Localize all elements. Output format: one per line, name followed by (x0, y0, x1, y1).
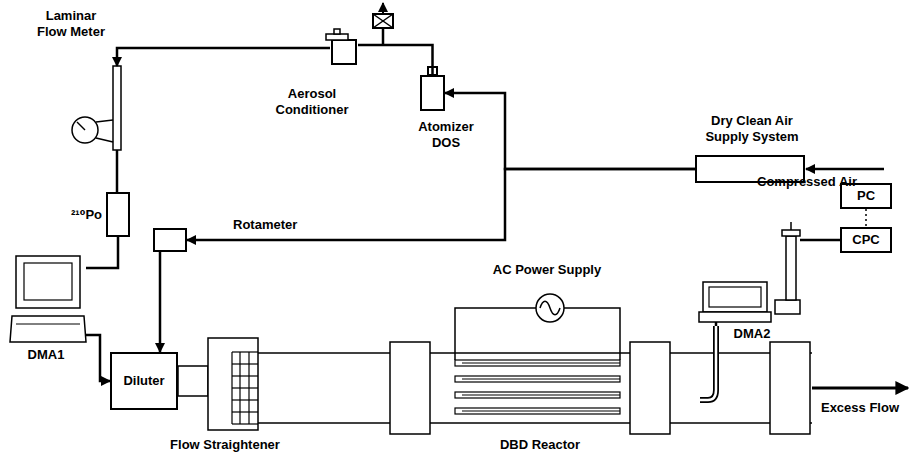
flow-line (117, 48, 330, 66)
part-label: Rotameter (233, 217, 317, 233)
flow-line (865, 209, 867, 227)
part-label: Dry Clean Air Supply System (695, 113, 809, 145)
electrode (455, 392, 620, 398)
part-label: DBD Reactor (480, 437, 600, 453)
power-wire (564, 308, 620, 360)
part-label: Aerosol Conditioner (268, 86, 356, 118)
flow-line (800, 239, 840, 242)
outlet-arrow (812, 387, 908, 390)
flow-meter-tube (113, 66, 121, 150)
rotameter: Rotameter (153, 228, 187, 252)
atomizer: Atomizer DOS (420, 75, 445, 111)
flow-line (187, 169, 695, 240)
pressure-gauge (72, 117, 98, 143)
flow-meter: Laminar Flow Meter (113, 66, 121, 150)
inlet-label: Compressed Air (757, 174, 877, 190)
sampling-probe (700, 326, 716, 400)
part-label: AC Power Supply (462, 262, 632, 278)
aerosol-conditioner: Aerosol Conditioner (330, 36, 358, 64)
flow-line (86, 335, 110, 381)
box-label: CPC (852, 232, 879, 248)
dma1-computer: DMA1 (10, 255, 86, 345)
exhaust-line (382, 28, 385, 45)
electrode (455, 360, 620, 366)
flange (770, 342, 810, 434)
flange (390, 342, 430, 434)
dma-column (786, 236, 796, 300)
flow-line (445, 93, 695, 169)
dma2-monitor (703, 282, 767, 312)
valve (373, 14, 393, 28)
part-label: ²¹⁰Po (56, 207, 102, 223)
part-label: Atomizer DOS (412, 119, 480, 151)
part-label: Laminar Flow Meter (31, 8, 111, 40)
flow-line (116, 150, 119, 192)
duct-wall (258, 422, 812, 424)
exhaust-arrow (382, 3, 384, 14)
conditioner-body (332, 40, 356, 64)
part-label: DMA2 (727, 326, 777, 342)
cpc-box: CPC (840, 227, 892, 253)
flow-line (159, 252, 162, 352)
electrode (455, 376, 620, 382)
flow-line (86, 237, 118, 268)
box-label: Diluter (123, 373, 164, 389)
connector-pipe (178, 366, 208, 396)
flow-straightener (208, 338, 258, 430)
po210-neutralizer: ²¹⁰Po (106, 192, 130, 237)
diluter-box: Diluter (110, 352, 178, 410)
part-label: Flow Straightener (150, 437, 300, 453)
inlet-arrow (806, 168, 884, 171)
flange (630, 342, 670, 434)
duct-wall (258, 352, 812, 354)
box-label: PC (857, 188, 875, 204)
outlet-label: Excess Flow (808, 400, 912, 416)
electrode (455, 408, 620, 414)
part-label: DMA1 (16, 347, 76, 363)
dma1-monitor (16, 256, 80, 308)
dma2-computer: DMA2 (697, 228, 800, 322)
ac-source (536, 294, 564, 322)
power-wire (455, 308, 536, 360)
flow-line (358, 45, 433, 75)
